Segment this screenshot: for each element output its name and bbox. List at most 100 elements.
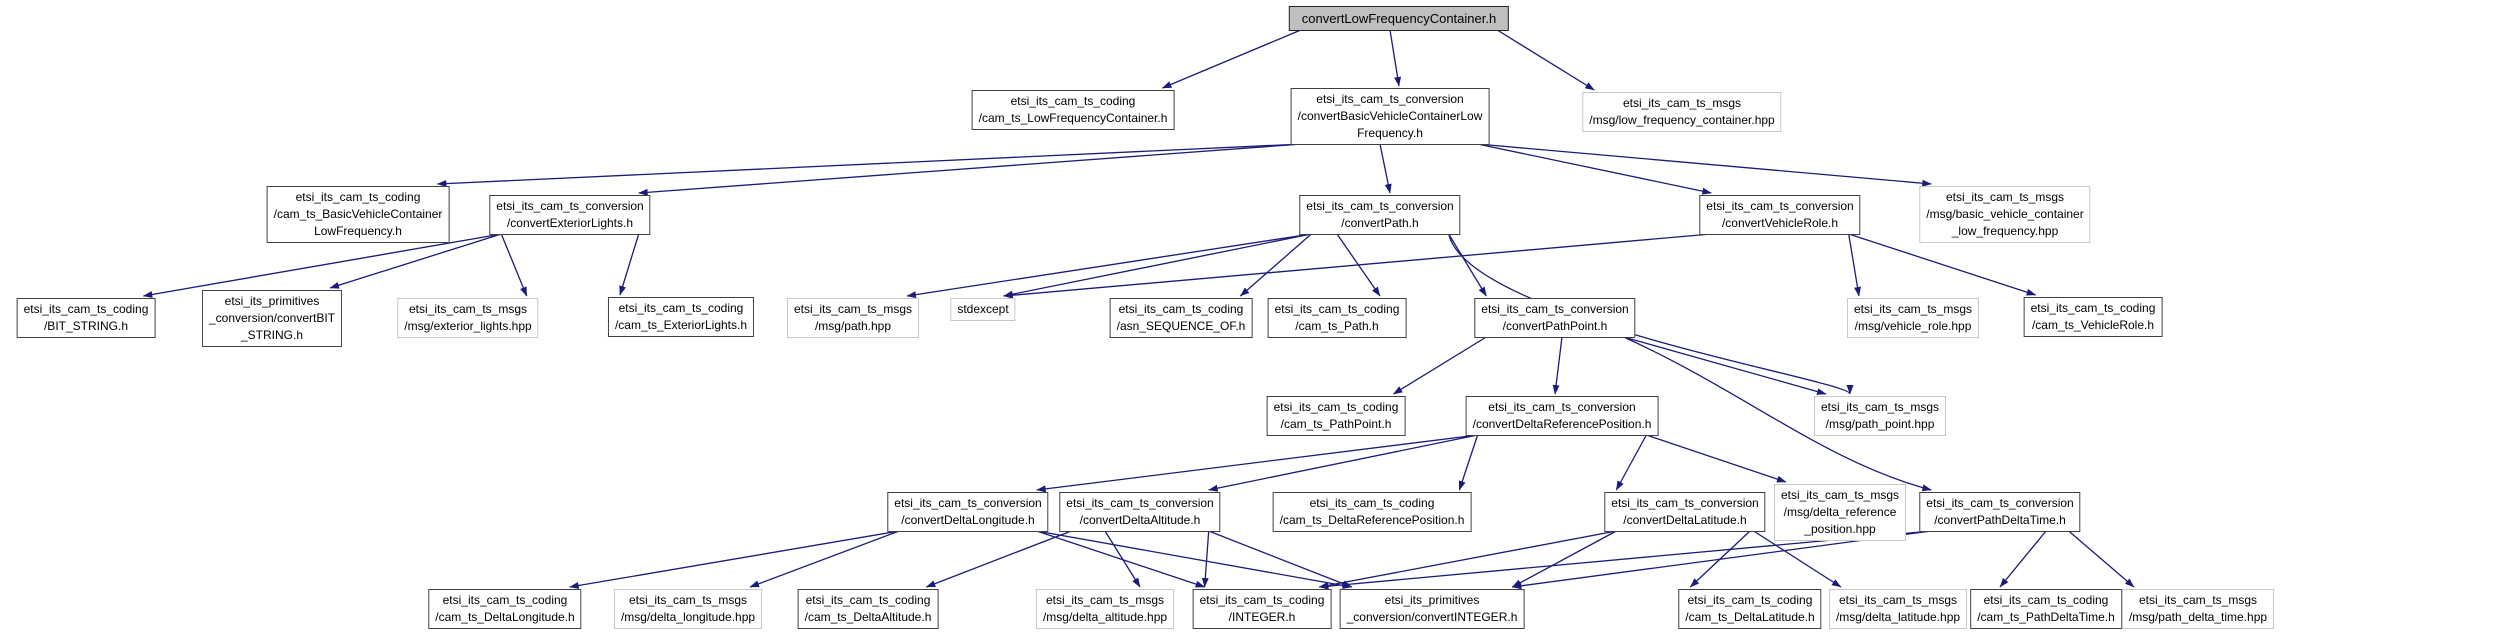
node-label-line: etsi_its_cam_ts_coding [1983,593,2109,607]
node-convert-delta-latitude-h[interactable]: etsi_its_cam_ts_conversion/convertDeltaL… [1604,492,1766,532]
node-cam-ts-vehicle-role-h[interactable]: etsi_its_cam_ts_coding/cam_ts_VehicleRol… [2023,297,2163,337]
node-msg-delta-altitude-hpp[interactable]: etsi_its_cam_ts_msgs/msg/delta_altitude.… [1035,589,1175,629]
node-msg-delta-longitude-hpp[interactable]: etsi_its_cam_ts_msgs/msg/delta_longitude… [613,589,763,629]
node-label-line: etsi_its_cam_ts_msgs [408,302,528,316]
node-msg-delta-latitude-hpp[interactable]: etsi_its_cam_ts_msgs/msg/delta_latitude.… [1828,589,1968,629]
node-cam-ts-delta-longitude-h[interactable]: etsi_its_cam_ts_coding/cam_ts_DeltaLongi… [428,589,582,629]
node-convert-path-point-h[interactable]: etsi_its_cam_ts_conversion/convertPathPo… [1474,298,1636,338]
node-convert-bit-string-h[interactable]: etsi_its_primitives_conversion/convertBI… [201,290,343,347]
node-cam-ts-exterior-lights-h[interactable]: etsi_its_cam_ts_coding/cam_ts_ExteriorLi… [607,297,755,337]
node-convert-low-frequency-container-h[interactable]: convertLowFrequencyContainer.h [1288,6,1510,31]
node-cam-ts-delta-reference-position-h[interactable]: etsi_its_cam_ts_coding/cam_ts_DeltaRefer… [1272,492,1472,532]
edge-convert-vehicle-role-h--msg-vehicle-role-hpp [1848,233,1861,297]
node-label-line: etsi_its_cam_ts_coding [805,593,931,607]
node-cam-ts-basic-vehicle-container-low-frequency-h[interactable]: etsi_its_cam_ts_coding/cam_ts_BasicVehic… [266,186,450,243]
edge-convert-delta-longitude-h--integer-h [1036,530,1206,588]
node-label-line: etsi_its_cam_ts_conversion [1316,92,1464,106]
edge-convert-low-frequency-container-h--convert-basic-vehicle-container-low-frequency-h [1389,29,1402,87]
node-label-line: etsi_its_primitives [224,294,320,308]
node-msg-path-hpp[interactable]: etsi_its_cam_ts_msgs/msg/path.hpp [786,298,920,338]
edge-convert-basic-vehicle-container-low-frequency-h--convert-path-h [1379,143,1392,194]
edge-convert-path-h--msg-path-point-hpp [1448,233,1854,395]
edge-convert-exterior-lights-h--msg-exterior-lights-hpp [500,233,528,297]
node-msg-delta-reference-position-hpp[interactable]: etsi_its_cam_ts_msgs/msg/delta_reference… [1773,484,1907,541]
node-label-line: /INTEGER.h [1228,610,1296,624]
node-label-line: stdexcept [957,302,1009,316]
node-label-line: /convertDeltaLongitude.h [901,513,1035,527]
node-label-line: etsi_its_cam_ts_coding [295,190,421,204]
node-label-line: etsi_its_cam_ts_conversion [1066,496,1214,510]
node-label-line: etsi_its_cam_ts_conversion [894,496,1042,510]
node-label-line: convertLowFrequencyContainer.h [1301,11,1497,26]
node-label-line: /cam_ts_DeltaLongitude.h [435,610,575,624]
node-msg-basic-vehicle-container-low-frequency-hpp[interactable]: etsi_its_cam_ts_msgs/msg/basic_vehicle_c… [1919,186,2091,243]
node-stdexcept[interactable]: stdexcept [950,298,1016,321]
node-msg-vehicle-role-hpp[interactable]: etsi_its_cam_ts_msgs/msg/vehicle_role.hp… [1846,298,1980,338]
edge-convert-vehicle-role-h--cam-ts-vehicle-role-h [1848,233,2037,296]
node-label-line: /cam_ts_DeltaAltitude.h [804,610,932,624]
node-cam-ts-path-point-h[interactable]: etsi_its_cam_ts_coding/cam_ts_PathPoint.… [1266,396,1406,436]
node-cam-ts-delta-latitude-h[interactable]: etsi_its_cam_ts_coding/cam_ts_DeltaLatit… [1678,589,1822,629]
edge-convert-basic-vehicle-container-low-frequency-h--convert-exterior-lights-h [638,143,1303,196]
node-asn-sequence-of-h[interactable]: etsi_its_cam_ts_coding/asn_SEQUENCE_OF.h [1109,298,1253,338]
node-cam-ts-path-delta-time-h[interactable]: etsi_its_cam_ts_coding/cam_ts_PathDeltaT… [1970,589,2122,629]
edge-convert-path-h--convert-path-point-h [1448,233,1487,297]
node-convert-exterior-lights-h[interactable]: etsi_its_cam_ts_conversion/convertExteri… [489,195,651,235]
edge-convert-exterior-lights-h--cam-ts-exterior-lights-h [619,233,640,296]
node-label-line: /convertPathDeltaTime.h [1934,513,2066,527]
node-label-line: etsi_its_cam_ts_coding [2030,301,2156,315]
node-convert-delta-longitude-h[interactable]: etsi_its_cam_ts_conversion/convertDeltaL… [887,492,1049,532]
node-convert-delta-reference-position-h[interactable]: etsi_its_cam_ts_conversion/convertDeltaR… [1465,396,1659,436]
node-convert-delta-altitude-h[interactable]: etsi_its_cam_ts_conversion/convertDeltaA… [1059,492,1221,532]
edge-convert-path-delta-time-h--cam-ts-path-delta-time-h [1999,530,2047,588]
node-bit-string-h[interactable]: etsi_its_cam_ts_coding/BIT_STRING.h [16,298,156,338]
node-label-line: _low_frequency.hpp [1951,224,2059,238]
edge-convert-delta-altitude-h--integer-h [1201,530,1210,588]
node-integer-h[interactable]: etsi_its_cam_ts_coding/INTEGER.h [1192,589,1332,629]
node-label-line: /cam_ts_DeltaReferencePosition.h [1279,513,1465,527]
node-label-line: etsi_its_cam_ts_coding [442,593,568,607]
node-convert-path-h[interactable]: etsi_its_cam_ts_conversion/convertPath.h [1299,195,1461,235]
node-convert-path-delta-time-h[interactable]: etsi_its_cam_ts_conversion/convertPathDe… [1919,492,2081,532]
edge-convert-low-frequency-container-h--cam-ts-low-frequency-container-h [1161,29,1302,89]
node-msg-low-frequency-container-hpp[interactable]: etsi_its_cam_ts_msgs/msg/low_frequency_c… [1582,92,1782,132]
node-label-line: /convertDeltaAltitude.h [1079,513,1201,527]
node-msg-path-point-hpp[interactable]: etsi_its_cam_ts_msgs/msg/path_point.hpp [1813,396,1947,436]
edge-convert-basic-vehicle-container-low-frequency-h--cam-ts-basic-vehicle-container-low-frequency-h [436,143,1303,188]
node-label-line: /convertBasicVehicleContainerLow [1297,109,1483,123]
edge-convert-delta-longitude-h--cam-ts-delta-longitude-h [569,530,900,589]
node-cam-ts-path-h[interactable]: etsi_its_cam_ts_coding/cam_ts_Path.h [1267,298,1407,338]
edge-convert-path-h--asn-sequence-of-h [1239,233,1312,297]
edge-convert-delta-reference-position-h--convert-delta-longitude-h [1036,434,1478,493]
node-cam-ts-delta-altitude-h[interactable]: etsi_its_cam_ts_coding/cam_ts_DeltaAltit… [797,589,939,629]
node-label-line: etsi_its_cam_ts_coding [618,301,744,315]
node-label-line: etsi_its_cam_ts_coding [1274,302,1400,316]
edge-convert-delta-reference-position-h--msg-delta-reference-position-hpp [1646,434,1787,483]
edge-convert-vehicle-role-h--stdexcept [1003,233,1712,299]
node-label-line: /msg/basic_vehicle_container [1926,207,2084,221]
node-label-line: etsi_its_cam_ts_coding [1273,400,1399,414]
node-msg-exterior-lights-hpp[interactable]: etsi_its_cam_ts_msgs/msg/exterior_lights… [397,298,539,338]
node-msg-path-delta-time-hpp[interactable]: etsi_its_cam_ts_msgs/msg/path_delta_time… [2121,589,2275,629]
node-label-line: /msg/path.hpp [814,319,892,333]
node-label-line: etsi_its_cam_ts_coding [1118,302,1244,316]
node-label-line: /msg/delta_altitude.hpp [1042,610,1168,624]
node-label-line: /cam_ts_Path.h [1295,319,1379,333]
edge-convert-delta-latitude-h--msg-delta-latitude-hpp [1753,530,1842,588]
node-label-line: LowFrequency.h [314,224,402,238]
node-label-line: /msg/delta_longitude.hpp [620,610,756,624]
edge-convert-path-point-h--convert-path-delta-time-h [1623,336,1932,492]
edge-convert-delta-longitude-h--convert-integer-h [1036,530,1353,589]
node-cam-ts-low-frequency-container-h[interactable]: etsi_its_cam_ts_coding/cam_ts_LowFrequen… [971,90,1175,130]
edge-convert-exterior-lights-h--bit-string-h [142,233,502,298]
node-label-line: /convertDeltaLatitude.h [1623,513,1747,527]
node-label-line: /msg/exterior_lights.hpp [404,319,532,333]
edge-convert-delta-altitude-h--convert-integer-h [1208,530,1353,588]
node-convert-basic-vehicle-container-low-frequency-h[interactable]: etsi_its_cam_ts_conversion/convertBasicV… [1290,88,1490,145]
node-label-line: etsi_its_cam_ts_msgs [1622,96,1742,110]
node-label-line: etsi_its_cam_ts_coding [23,302,149,316]
node-label-line: etsi_its_cam_ts_conversion [1926,496,2074,510]
node-convert-integer-h[interactable]: etsi_its_primitives_conversion/convertIN… [1339,589,1525,629]
node-convert-vehicle-role-h[interactable]: etsi_its_cam_ts_conversion/convertVehicl… [1699,195,1861,235]
